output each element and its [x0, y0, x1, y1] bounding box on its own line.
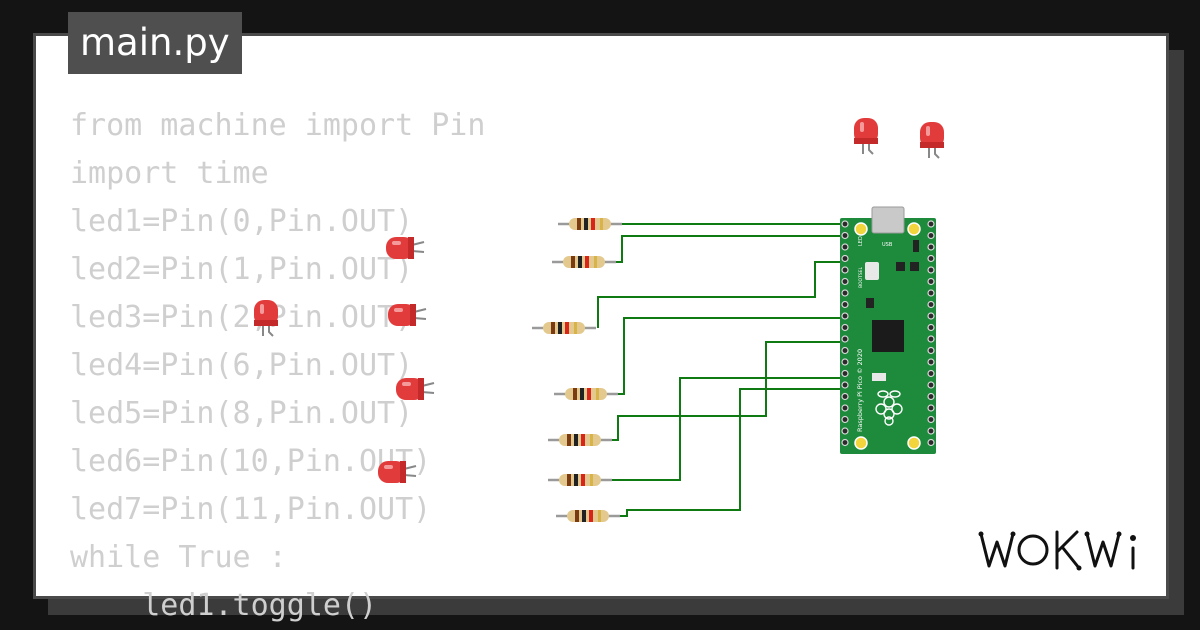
rp2040-chip: [872, 320, 904, 352]
resistor-icon[interactable]: [546, 472, 614, 488]
raspberry-logo-icon: [875, 390, 903, 426]
usb-label: USB: [882, 242, 893, 248]
usb-connector: [871, 206, 905, 234]
header-pin[interactable]: [927, 243, 935, 251]
mount-hole: [854, 436, 868, 450]
header-pin[interactable]: [841, 369, 849, 378]
mount-hole: [907, 436, 921, 450]
mount-hole: [907, 222, 921, 236]
code-line: led7=Pin(11,Pin.OUT): [70, 492, 432, 527]
header-pin[interactable]: [927, 277, 935, 286]
header-pin[interactable]: [841, 254, 849, 263]
code-line: while True :: [70, 540, 287, 575]
red-led-icon[interactable]: [385, 236, 425, 260]
header-pin[interactable]: [841, 358, 849, 366]
resistor-icon[interactable]: [550, 254, 618, 270]
red-led-icon[interactable]: [853, 117, 879, 155]
mount-hole: [854, 222, 868, 236]
red-led-icon[interactable]: [377, 460, 417, 484]
code-line: led3=Pin(2,Pin.OUT): [70, 300, 414, 335]
bootsel-label: BOOTSEL: [858, 266, 864, 288]
header-pin[interactable]: [927, 323, 935, 332]
header-pin[interactable]: [841, 323, 849, 332]
wires: [597, 223, 850, 517]
red-led-icon[interactable]: [253, 299, 279, 337]
project-card[interactable]: from machine import Pin import time led1=P…: [33, 33, 1169, 623]
header-pin[interactable]: [841, 404, 849, 412]
resistor-icon[interactable]: [552, 386, 620, 402]
resistor-icon[interactable]: [530, 320, 598, 336]
pico-board[interactable]: LED USB BOOTSEL Raspberry Pi Pico © 2020: [840, 206, 936, 454]
header-pin[interactable]: [841, 346, 849, 355]
header-pin[interactable]: [927, 220, 935, 228]
header-pin[interactable]: [841, 277, 849, 286]
header-pin[interactable]: [841, 312, 849, 320]
code-line: led4=Pin(6,Pin.OUT): [70, 348, 414, 383]
header-pin[interactable]: [927, 266, 935, 274]
header-pin[interactable]: [927, 231, 935, 240]
header-pin[interactable]: [841, 220, 849, 228]
resistor-icon[interactable]: [546, 432, 614, 448]
red-led-icon[interactable]: [387, 303, 427, 327]
header-pin[interactable]: [927, 369, 935, 378]
code-line: led2=Pin(1,Pin.OUT): [70, 252, 414, 287]
code-preview: from machine import Pin import time led1=P…: [70, 102, 485, 630]
header-pin[interactable]: [927, 254, 935, 263]
red-led-icon[interactable]: [395, 377, 435, 401]
header-pin[interactable]: [927, 404, 935, 412]
code-line: led1=Pin(0,Pin.OUT): [70, 204, 414, 239]
header-pin[interactable]: [927, 392, 935, 401]
code-line: led6=Pin(10,Pin.OUT): [70, 444, 432, 479]
header-pin[interactable]: [841, 392, 849, 401]
header-pin[interactable]: [841, 266, 849, 274]
code-line: from machine import Pin: [70, 108, 486, 143]
resistor-icon[interactable]: [554, 508, 622, 524]
header-pin[interactable]: [927, 300, 935, 309]
code-line: import time: [70, 156, 269, 191]
header-pin[interactable]: [841, 243, 849, 251]
header-pin[interactable]: [841, 438, 849, 447]
header-pin[interactable]: [841, 231, 849, 240]
header-pin[interactable]: [927, 312, 935, 320]
pin-header-left: [841, 220, 849, 447]
code-line: led5=Pin(8,Pin.OUT): [70, 396, 414, 431]
resistor-icon[interactable]: [556, 216, 624, 232]
wokwi-logo[interactable]: [975, 520, 1155, 580]
bootsel-button: [865, 262, 879, 280]
header-pin[interactable]: [841, 415, 849, 424]
led-label: LED: [858, 236, 864, 246]
header-pin[interactable]: [927, 346, 935, 355]
header-pin[interactable]: [927, 289, 935, 297]
header-pin[interactable]: [927, 358, 935, 366]
board-silkscreen: Raspberry Pi Pico © 2020: [856, 349, 864, 432]
header-pin[interactable]: [841, 335, 849, 343]
header-pin[interactable]: [927, 381, 935, 389]
red-led-icon[interactable]: [919, 121, 945, 159]
header-pin[interactable]: [841, 289, 849, 297]
header-pin[interactable]: [927, 427, 935, 435]
pin-header-right: [927, 220, 935, 447]
header-pin[interactable]: [927, 335, 935, 343]
header-pin[interactable]: [841, 427, 849, 435]
header-pin[interactable]: [927, 415, 935, 424]
code-line: led1.toggle(): [70, 588, 378, 623]
header-pin[interactable]: [841, 381, 849, 389]
header-pin[interactable]: [927, 438, 935, 447]
file-name-tab[interactable]: main.py: [68, 12, 242, 74]
header-pin[interactable]: [841, 300, 849, 309]
